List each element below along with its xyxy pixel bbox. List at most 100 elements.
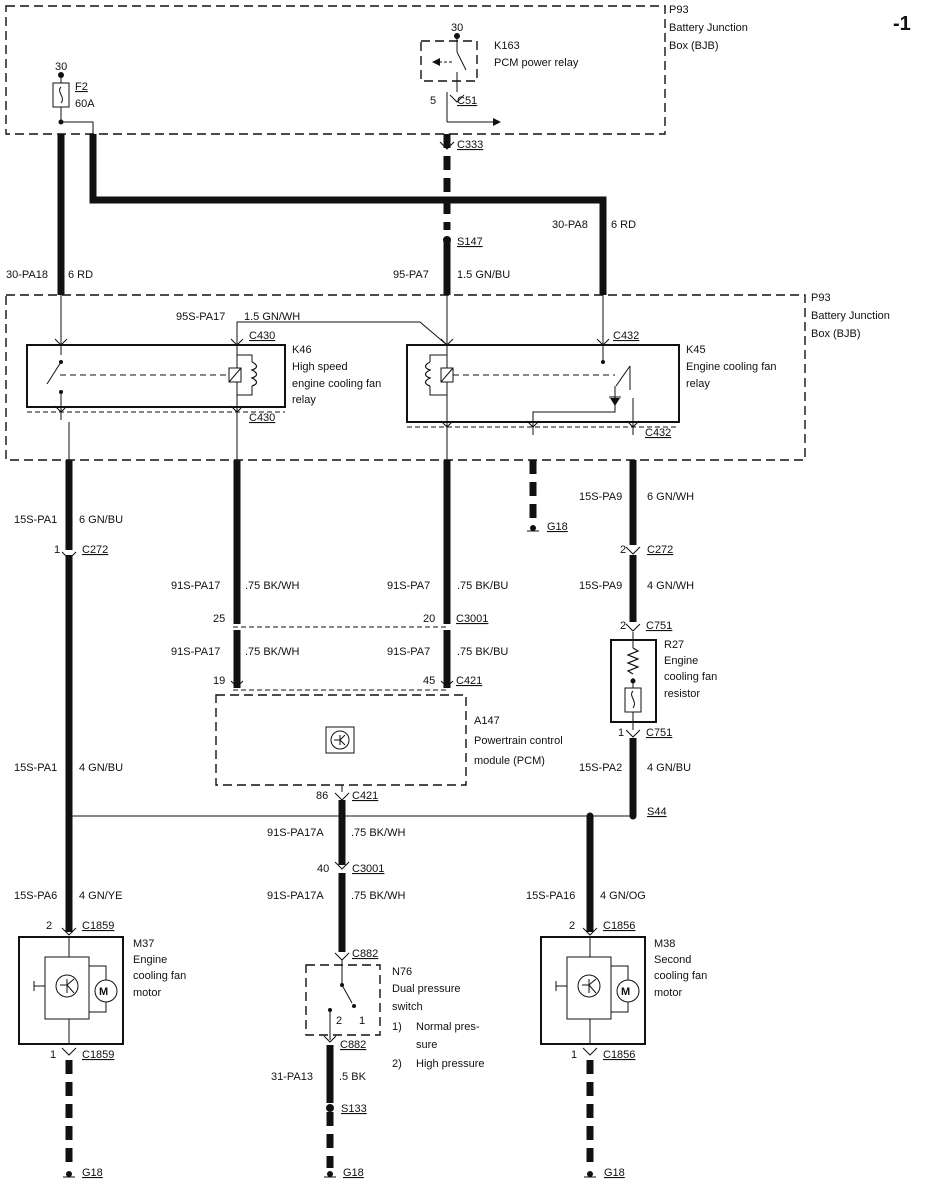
pcm-transistor-icon — [325, 726, 355, 754]
wire-pa7-top-spec: 1.5 GN/BU — [457, 269, 510, 281]
m38-l3: motor — [654, 987, 682, 999]
r27-internals — [624, 632, 642, 730]
a147-pcm-box — [215, 694, 467, 786]
wire-pa7-a-spec: .75 BK/BU — [457, 580, 508, 592]
k163-contact — [432, 33, 467, 92]
c1859-bot-label: C1859 — [82, 1049, 114, 1061]
wire-pa17-a-spec: .75 BK/WH — [245, 580, 299, 592]
wire-pa17a-a-circuit: 91S-PA17A — [267, 827, 324, 839]
bjb-top-id: P93 — [669, 4, 689, 16]
svg-text:M: M — [621, 986, 630, 998]
wire-pa7-b-spec: .75 BK/BU — [457, 646, 508, 658]
c1856-bot-pin: 1 — [571, 1049, 577, 1061]
wire-pa1-top-spec: 6 GN/BU — [79, 514, 123, 526]
n76-switch-box — [305, 964, 381, 1036]
k45-relay — [406, 344, 680, 423]
wire-pa1-top-circuit: 15S-PA1 — [14, 514, 57, 526]
k163-pin-bottom: 5 — [430, 95, 436, 107]
r27-l2: cooling fan — [664, 671, 717, 683]
c1856-bot-label: C1856 — [603, 1049, 635, 1061]
m37-l2: cooling fan — [133, 970, 186, 982]
wire-pa7-a-circuit: 91S-PA7 — [387, 580, 430, 592]
s147-label: S147 — [457, 236, 483, 248]
k46-relay — [26, 344, 286, 408]
c333-label: C333 — [457, 139, 483, 151]
wire-pa17a-b-circuit: 91S-PA17A — [267, 890, 324, 902]
n76-pos2: 2 — [336, 1015, 342, 1027]
bjb-mid-box — [5, 294, 806, 461]
bjb-top-name-1: Battery Junction — [669, 22, 748, 34]
wire-pa1-mid-circuit: 15S-PA1 — [14, 762, 57, 774]
c751-top-label: C751 — [646, 620, 672, 632]
wire-pa2-circuit: 15S-PA2 — [579, 762, 622, 774]
wire-pa1-mid-spec: 4 GN/BU — [79, 762, 123, 774]
bjb-top-name-2: Box (BJB) — [669, 40, 719, 52]
c1859-top-pin: 2 — [46, 920, 52, 932]
c3001-bot-label: C3001 — [352, 863, 384, 875]
n76-opt2: High pressure — [416, 1058, 484, 1070]
g18-mid-label: G18 — [547, 521, 568, 533]
k46-l1: High speed — [292, 361, 348, 373]
n76-l1: Dual pressure — [392, 983, 460, 995]
c272-right-label: C272 — [647, 544, 673, 556]
wire-pa9-mid-spec: 4 GN/WH — [647, 580, 694, 592]
n76-opt2-num: 2) — [392, 1058, 402, 1070]
wire-pa8-spec: 6 RD — [611, 219, 636, 231]
wire-pa9-top-spec: 6 GN/WH — [647, 491, 694, 503]
m38-id: M38 — [654, 938, 675, 950]
k163-pin-top: 30 — [451, 22, 463, 34]
bjb-mid-name-1: Battery Junction — [811, 310, 890, 322]
k163-name: PCM power relay — [494, 57, 579, 69]
n76-switch — [323, 960, 356, 1043]
s133-label: S133 — [341, 1103, 367, 1115]
page-number: -1 — [893, 13, 911, 35]
c1859-top-label: C1859 — [82, 920, 114, 932]
k45-id: K45 — [686, 344, 706, 356]
k46-l3: relay — [292, 394, 316, 406]
k45-l2: relay — [686, 378, 710, 390]
c751-top-pin: 2 — [620, 620, 626, 632]
a147-l2: module (PCM) — [474, 755, 545, 767]
bjb-mid-id: P93 — [811, 292, 831, 304]
c3001-bot-pin: 40 — [317, 863, 329, 875]
g18-right-label: G18 — [604, 1167, 625, 1179]
m38-motor — [540, 936, 646, 1045]
wire-pa17a-a-spec: .75 BK/WH — [351, 827, 405, 839]
wire-pa16-spec: 4 GN/OG — [600, 890, 646, 902]
wire-pa7-top-circuit: 95-PA7 — [393, 269, 429, 281]
m38-l2: cooling fan — [654, 970, 707, 982]
wire-pa7-b-circuit: 91S-PA7 — [387, 646, 430, 658]
wire-pa17-b-spec: .75 BK/WH — [245, 646, 299, 658]
c1856-top-pin: 2 — [569, 920, 575, 932]
wire-pa18-spec: 6 RD — [68, 269, 93, 281]
c432-top-label: C432 — [613, 330, 639, 342]
m37-l1: Engine — [133, 954, 167, 966]
m38-l1: Second — [654, 954, 691, 966]
c421-right-pin: 45 — [423, 675, 435, 687]
bjb-top-box — [5, 5, 666, 135]
fuse-rating: 60A — [75, 98, 95, 110]
c430-bot-label: C430 — [249, 412, 275, 424]
k45-l1: Engine cooling fan — [686, 361, 777, 373]
c421-bot-label: C421 — [352, 790, 378, 802]
wire-pa6-circuit: 15S-PA6 — [14, 890, 57, 902]
m38-internals: M — [555, 927, 640, 1056]
a147-id: A147 — [474, 715, 500, 727]
r27-l3: resistor — [664, 688, 700, 700]
m37-id: M37 — [133, 938, 154, 950]
k45-internals — [424, 338, 640, 435]
c751-bot-pin: 1 — [618, 727, 624, 739]
fuse-pin: 30 — [55, 61, 67, 73]
c421-top-label: C421 — [456, 675, 482, 687]
c272-right-pin: 2 — [620, 544, 626, 556]
svg-text:M: M — [99, 986, 108, 998]
c1856-top-label: C1856 — [603, 920, 635, 932]
c751-bot-label: C751 — [646, 727, 672, 739]
wire-pa6-spec: 4 GN/YE — [79, 890, 122, 902]
s44-label: S44 — [647, 806, 667, 818]
c1859-bot-pin: 1 — [50, 1049, 56, 1061]
n76-id: N76 — [392, 966, 412, 978]
wire-pa13-circuit: 31-PA13 — [271, 1071, 313, 1083]
wire-pa17-top-spec: 1.5 GN/WH — [244, 311, 300, 323]
wire-pa18-circuit: 30-PA18 — [6, 269, 48, 281]
